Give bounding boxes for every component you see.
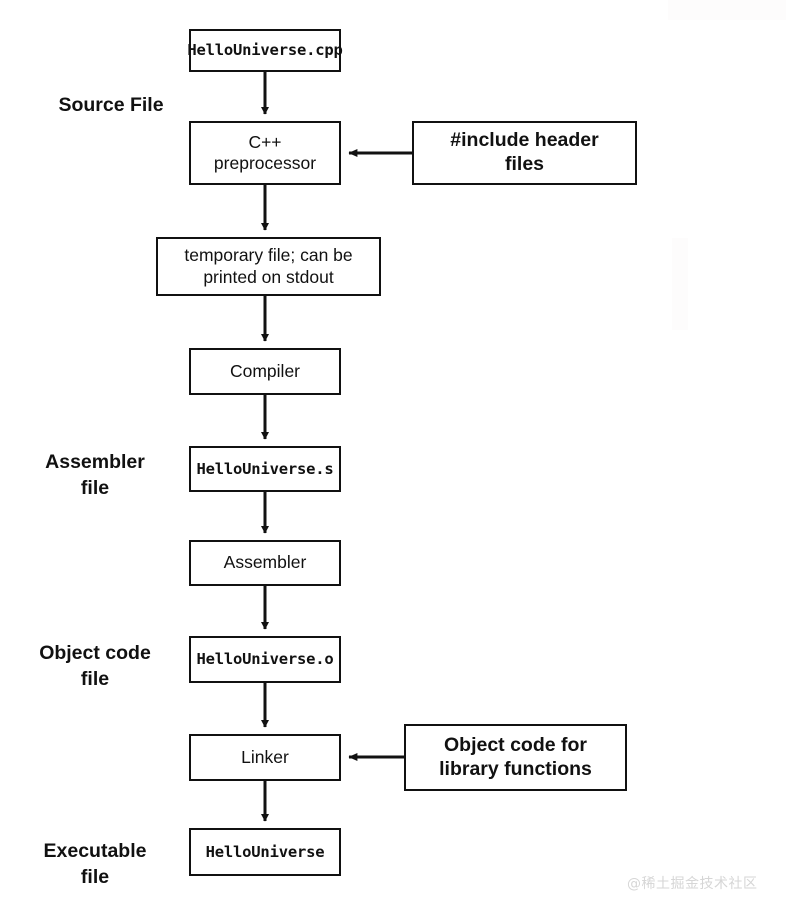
node-library-object-code-label: Object code for library functions: [439, 733, 592, 780]
node-preprocessor: C++ preprocessor: [189, 121, 341, 185]
node-assembler-source-file: HelloUniverse.s: [189, 446, 341, 492]
node-compiler: Compiler: [189, 348, 341, 395]
node-executable: HelloUniverse: [189, 828, 341, 876]
node-object-file: HelloUniverse.o: [189, 636, 341, 683]
stage-label-assembler-file: Assembler file: [45, 451, 145, 499]
node-compiler-label: Compiler: [229, 360, 301, 381]
node-temporary-file-label: temporary file; can be printed on stdout: [184, 245, 353, 287]
node-linker-label: Linker: [241, 746, 289, 767]
node-linker: Linker: [189, 734, 341, 781]
node-source-file: HelloUniverse.cpp: [187, 29, 343, 72]
node-object-file-label: HelloUniverse.o: [196, 650, 334, 669]
node-assembler: Assembler: [189, 540, 341, 586]
node-assembler-source-file-label: HelloUniverse.s: [196, 459, 334, 478]
stage-label-executable-file: Executable file: [43, 840, 147, 888]
background-artifact-top: [668, 0, 786, 20]
node-executable-label: HelloUniverse: [205, 842, 325, 861]
stage-label-object-code-file: Object code file: [39, 642, 151, 690]
node-library-object-code: Object code for library functions: [404, 724, 627, 791]
watermark: @稀土掘金技术社区: [627, 876, 758, 892]
node-source-file-label: HelloUniverse.cpp: [187, 41, 343, 60]
node-temporary-file: temporary file; can be printed on stdout: [156, 237, 381, 296]
node-preprocessor-label: C++ preprocessor: [213, 131, 317, 173]
node-assembler-label: Assembler: [223, 552, 307, 573]
node-include-header-files: #include header files: [412, 121, 637, 185]
stage-label-source-file: Source File: [58, 94, 164, 116]
node-include-header-files-label: #include header files: [450, 129, 599, 175]
background-artifact-right: [672, 238, 688, 330]
